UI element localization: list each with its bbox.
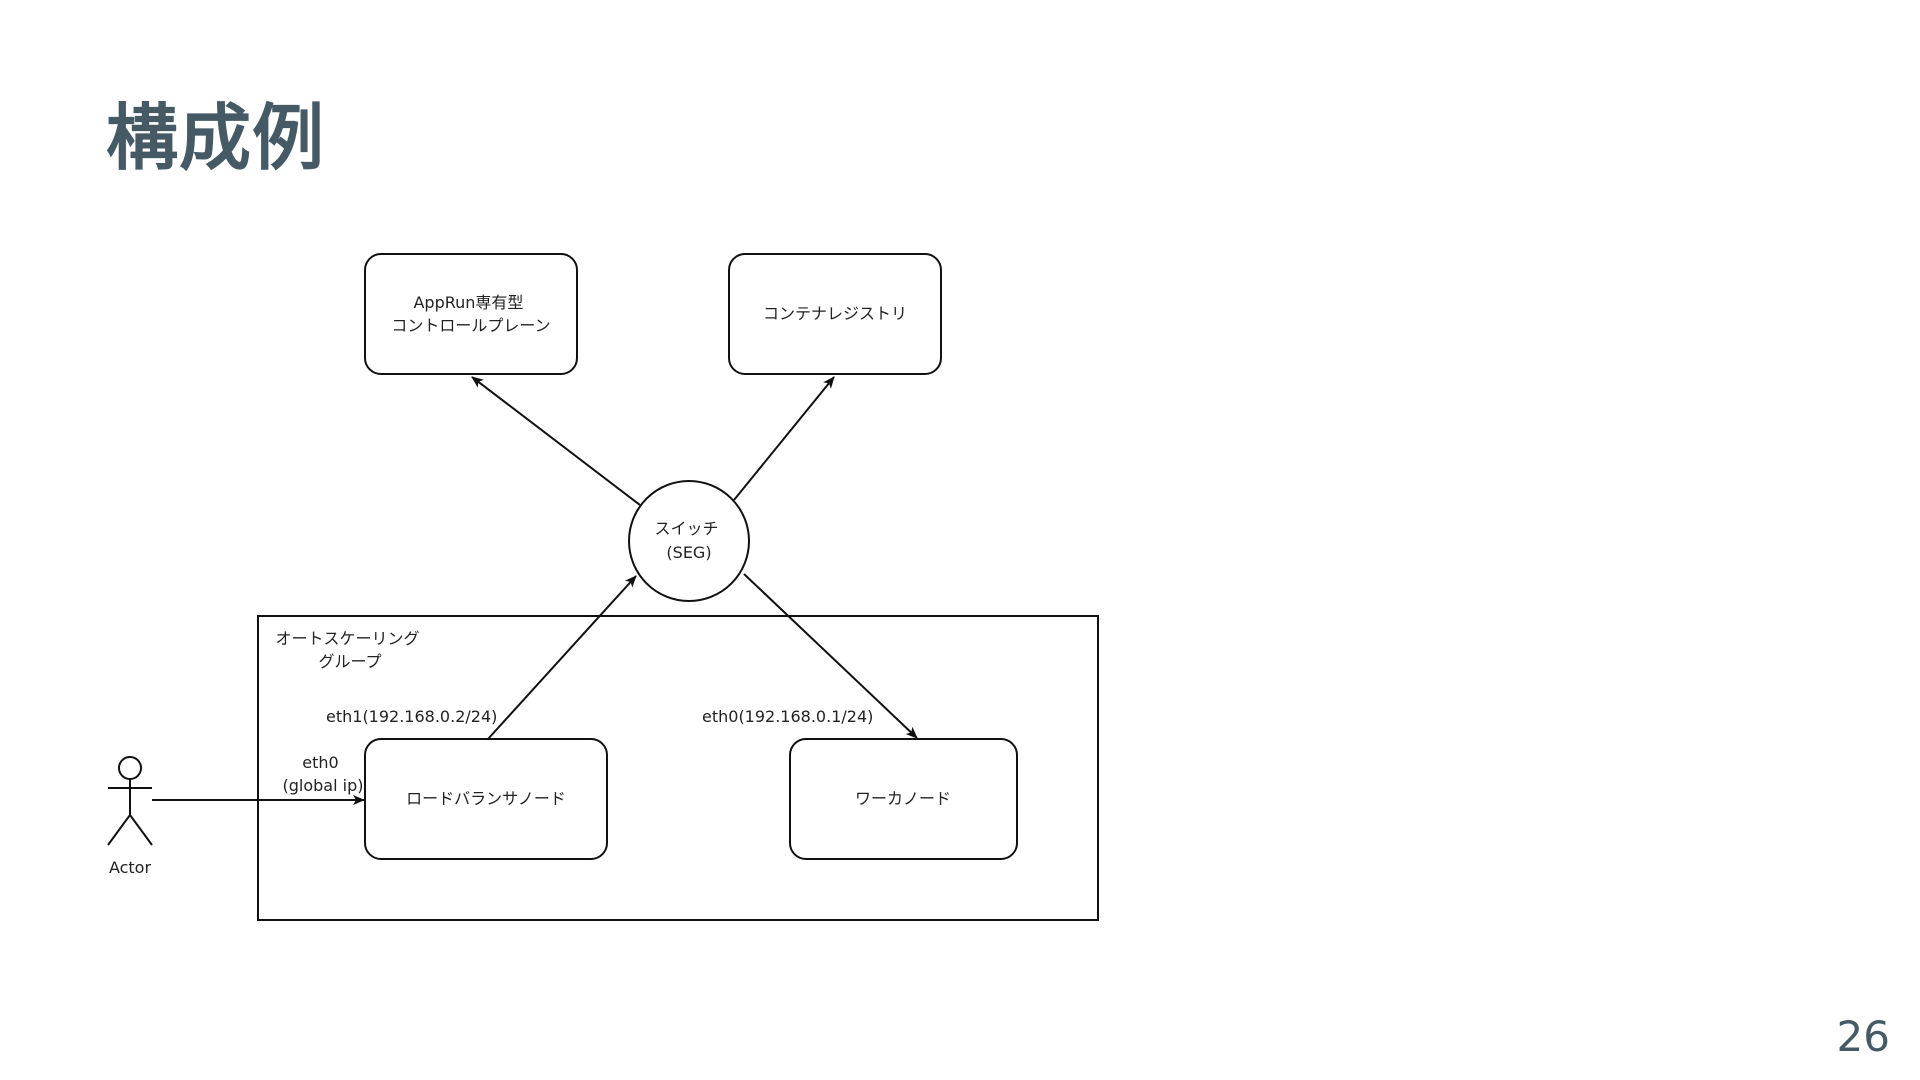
switch-label-line2: (SEG) [666,543,711,562]
slide-title: 構成例 [106,96,326,180]
container-registry-label: コンテナレジストリ [763,304,907,323]
lb-eth1-label: eth1(192.168.0.2/24) [326,707,497,726]
page-number: 26 [1836,1012,1890,1061]
worker-node: ワーカノード [789,738,1018,860]
switch-label-line1: スイッチ [654,519,718,538]
svg-text:AppRun専有型 コントロールプレーン: AppRun専有型 コントロールプレーン [391,293,550,335]
actor-label: Actor [109,858,152,877]
edge-switch-to-registry [733,376,835,501]
edge-switch-to-control-plane [471,376,641,506]
worker-label: ワーカノード [855,789,951,808]
switch-node: スイッチ (SEG) [628,480,750,602]
svg-text:ワーカノード: ワーカノード [855,789,951,808]
autoscaling-group-label: オートスケーリング グループ [275,629,424,671]
svg-text:スイッチ (SEG): スイッチ (SEG) [654,519,723,562]
load-balancer-node: ロードバランサノード [364,738,608,860]
control-plane-node: AppRun専有型 コントロールプレーン [364,253,578,375]
load-balancer-label: ロードバランサノード [406,789,566,808]
control-plane-label-line1: AppRun専有型 [413,293,523,312]
control-plane-label-line2: コントロールプレーン [391,316,550,335]
svg-text:ロードバランサノード: ロードバランサノード [406,789,566,808]
lb-eth0-label: eth0 (global ip) [283,753,364,795]
worker-eth0-label: eth0(192.168.0.1/24) [702,707,873,726]
autoscaling-group-box [257,615,1099,921]
container-registry-node: コンテナレジストリ [728,253,942,375]
svg-text:コンテナレジストリ: コンテナレジストリ [763,304,907,323]
actor-figure [107,756,153,846]
edge-lb-to-switch [487,575,637,740]
edge-switch-to-worker [743,573,918,739]
